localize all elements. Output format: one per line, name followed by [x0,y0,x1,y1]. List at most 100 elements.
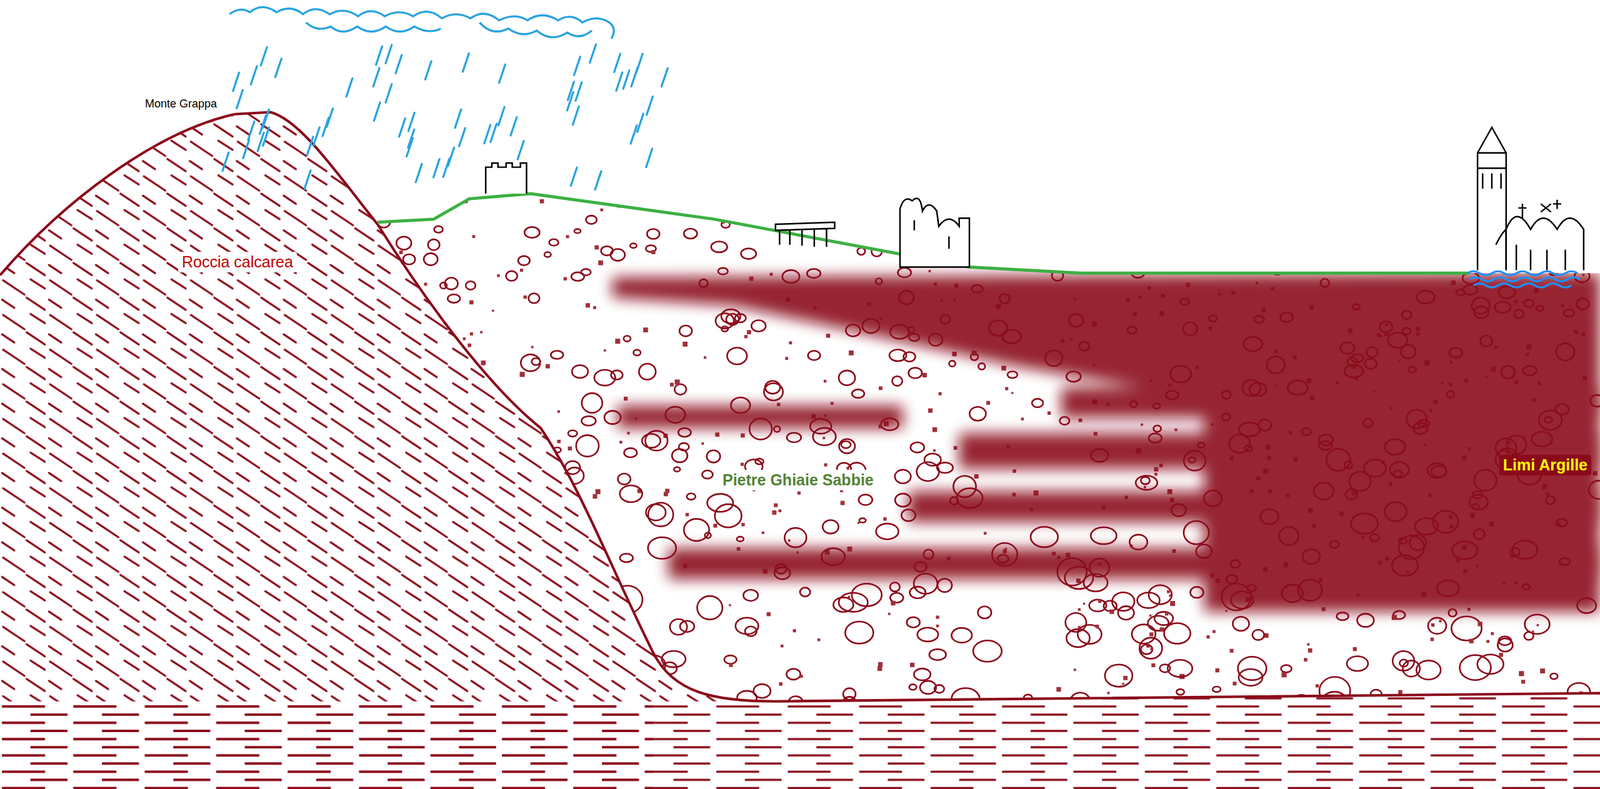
raindrop [661,68,668,87]
pebble [788,539,791,542]
pebble [1149,615,1152,618]
pebble [645,431,668,452]
pebble [1416,660,1441,680]
pebble [1403,255,1407,259]
pebble [440,282,447,289]
pebble [1497,638,1513,652]
pebble [610,248,625,261]
pebble [1001,365,1007,371]
pebble [1078,608,1081,612]
pebble [743,590,759,602]
pebble [651,250,656,255]
pebble [1143,486,1147,489]
pebble [888,246,892,250]
pebble [1123,676,1128,681]
pebble [701,442,704,445]
raindrop [243,140,250,159]
pebble [472,235,476,239]
pebble [808,350,821,360]
pebble [841,441,851,449]
raindrop [455,109,462,128]
pebble [703,356,707,359]
raindrop [395,55,402,74]
pebble [1428,618,1447,635]
pebble [1337,255,1343,260]
pebble [1131,625,1156,645]
pebble [568,446,572,451]
pebble [721,326,728,332]
pebble [428,239,440,250]
pebble [563,277,567,281]
pebble [1011,391,1014,394]
pebble [707,494,734,513]
pebble [1055,219,1059,223]
pebble [793,629,797,633]
raindrop [462,53,469,72]
pebble [673,467,680,472]
rain [222,44,668,190]
pebble [674,384,687,395]
pebble [715,432,720,437]
pebble [594,245,599,250]
raindrop [575,82,582,101]
pebble [620,485,643,503]
pebble [746,330,752,335]
pebble [713,523,717,528]
pebble [556,440,561,444]
rain-cloud [229,6,614,39]
pebble [1197,248,1203,254]
pebble [755,458,764,465]
pebble [675,380,680,385]
pebble [715,504,742,528]
pebble [619,441,622,444]
limestone-mountain [0,111,776,702]
pebble [544,252,551,258]
pebble [1170,601,1175,607]
pebble [1469,639,1474,644]
pebble [549,239,559,246]
pebble [1140,476,1150,485]
pebble [1356,613,1374,627]
pebble [935,615,939,619]
pebble [883,220,891,227]
pebble [598,260,604,266]
raindrop [510,117,517,136]
pebble [740,433,745,439]
pebble [922,373,927,378]
pebble [1525,615,1550,635]
pebble [706,450,721,464]
pebble [917,628,939,642]
ground-surface [377,193,1470,274]
pebble [786,669,800,680]
pebble [846,466,849,469]
pebble [951,628,972,643]
pebble [1164,623,1191,645]
pebble [1276,228,1287,238]
pebble [1129,535,1147,550]
pebble [906,617,920,629]
pebble [778,509,782,513]
raindrop [646,148,653,167]
pebble [403,254,415,265]
pebble [1021,418,1024,421]
pebble [1498,653,1504,658]
pebble [467,343,472,348]
pebble [910,442,925,453]
pebble [518,256,530,266]
pebble [1230,649,1234,654]
pebble [826,333,830,338]
pebble [524,226,540,238]
raindrop [490,123,497,142]
raindrop [614,53,621,72]
pebble [682,341,688,347]
pebble [776,403,780,407]
raindrop [630,125,637,144]
pebble [581,393,603,413]
pebble [1165,246,1180,259]
pebble [1460,655,1492,681]
pebble [736,536,744,542]
pebble [878,386,883,390]
raindrop [443,158,450,177]
pebble [1290,257,1295,262]
pebble [1593,696,1595,699]
